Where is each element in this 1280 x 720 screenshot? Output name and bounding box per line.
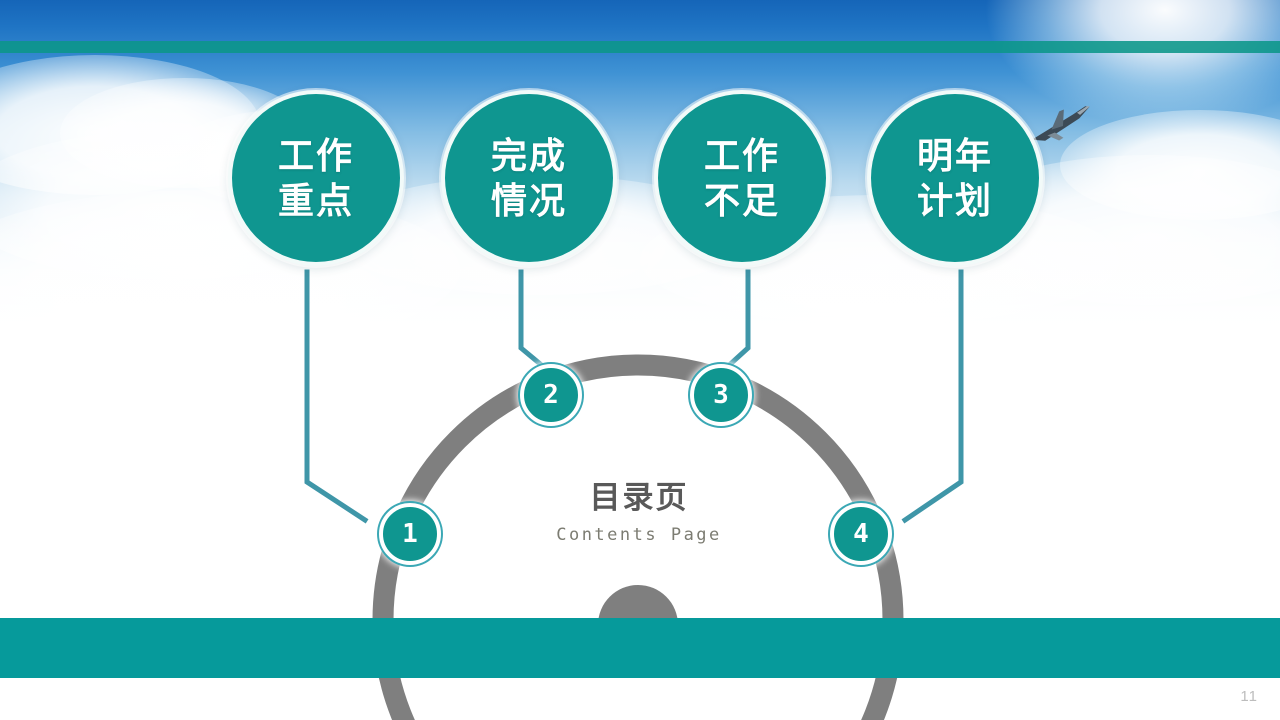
topic-circle-2-line2: 情况 [490,180,567,221]
topic-circle-1-line2: 重点 [277,180,354,221]
number-badge-1-label: 1 [402,519,418,549]
number-badge-4-label: 4 [853,519,869,549]
connector-line-3 [722,269,751,372]
page-title: 目录页 [589,480,689,515]
connector-line-2 [518,269,549,372]
number-badge-2[interactable]: 2 [520,364,582,426]
number-badge-2-label: 2 [543,380,559,410]
connector-line-1 [304,269,369,524]
topic-circle-2-line1: 完成 [490,134,567,176]
top-accent-bar [0,41,1280,53]
airplane-icon [1031,105,1090,141]
page-number: 11 [1240,688,1258,705]
topic-circle-2[interactable]: 完成 情况 [441,90,617,266]
topic-circle-4[interactable]: 明年 计划 [867,90,1043,266]
topic-circle-1-line1: 工作 [277,134,354,176]
topic-circle-3-line1: 工作 [703,134,780,176]
topic-circle-1[interactable]: 工作 重点 [228,90,404,266]
center-title-block: 目录页 Contents Page [519,480,759,545]
topic-circle-3[interactable]: 工作 不足 [654,90,830,266]
bottom-accent-bar [0,618,1280,678]
number-badge-4[interactable]: 4 [830,503,892,565]
page-subtitle: Contents Page [556,524,722,545]
connector-line-4 [901,269,964,524]
topic-circle-4-line1: 明年 [916,134,993,176]
number-badge-3[interactable]: 3 [690,364,752,426]
topic-circle-4-line2: 计划 [916,180,993,221]
number-badge-3-label: 3 [713,380,729,410]
number-badge-1[interactable]: 1 [379,503,441,565]
topic-circle-3-line2: 不足 [703,180,780,221]
sky-fade-overlay [0,215,1280,345]
